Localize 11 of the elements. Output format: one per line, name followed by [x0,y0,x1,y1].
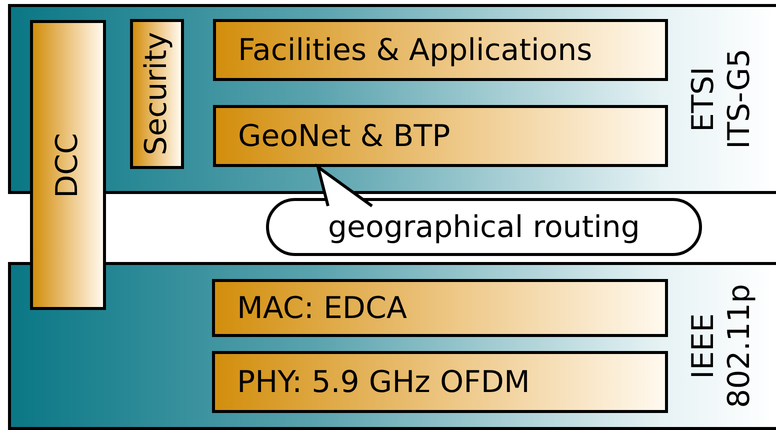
layer-label: IEEE 802.11p [686,283,758,410]
layer-label: ETSI ITS-G5 [686,48,758,152]
layer-band [8,4,776,194]
layer-box: MAC: EDCA [212,279,668,337]
layer-box: Security [130,19,184,169]
layer-box: Facilities & Applications [213,19,668,81]
layer-band [8,262,776,430]
layer-box: PHY: 5.9 GHz OFDM [212,351,668,413]
callout-pointer [316,163,374,208]
layer-box: DCC [30,20,106,310]
layer-box: GeoNet & BTP [213,105,668,167]
